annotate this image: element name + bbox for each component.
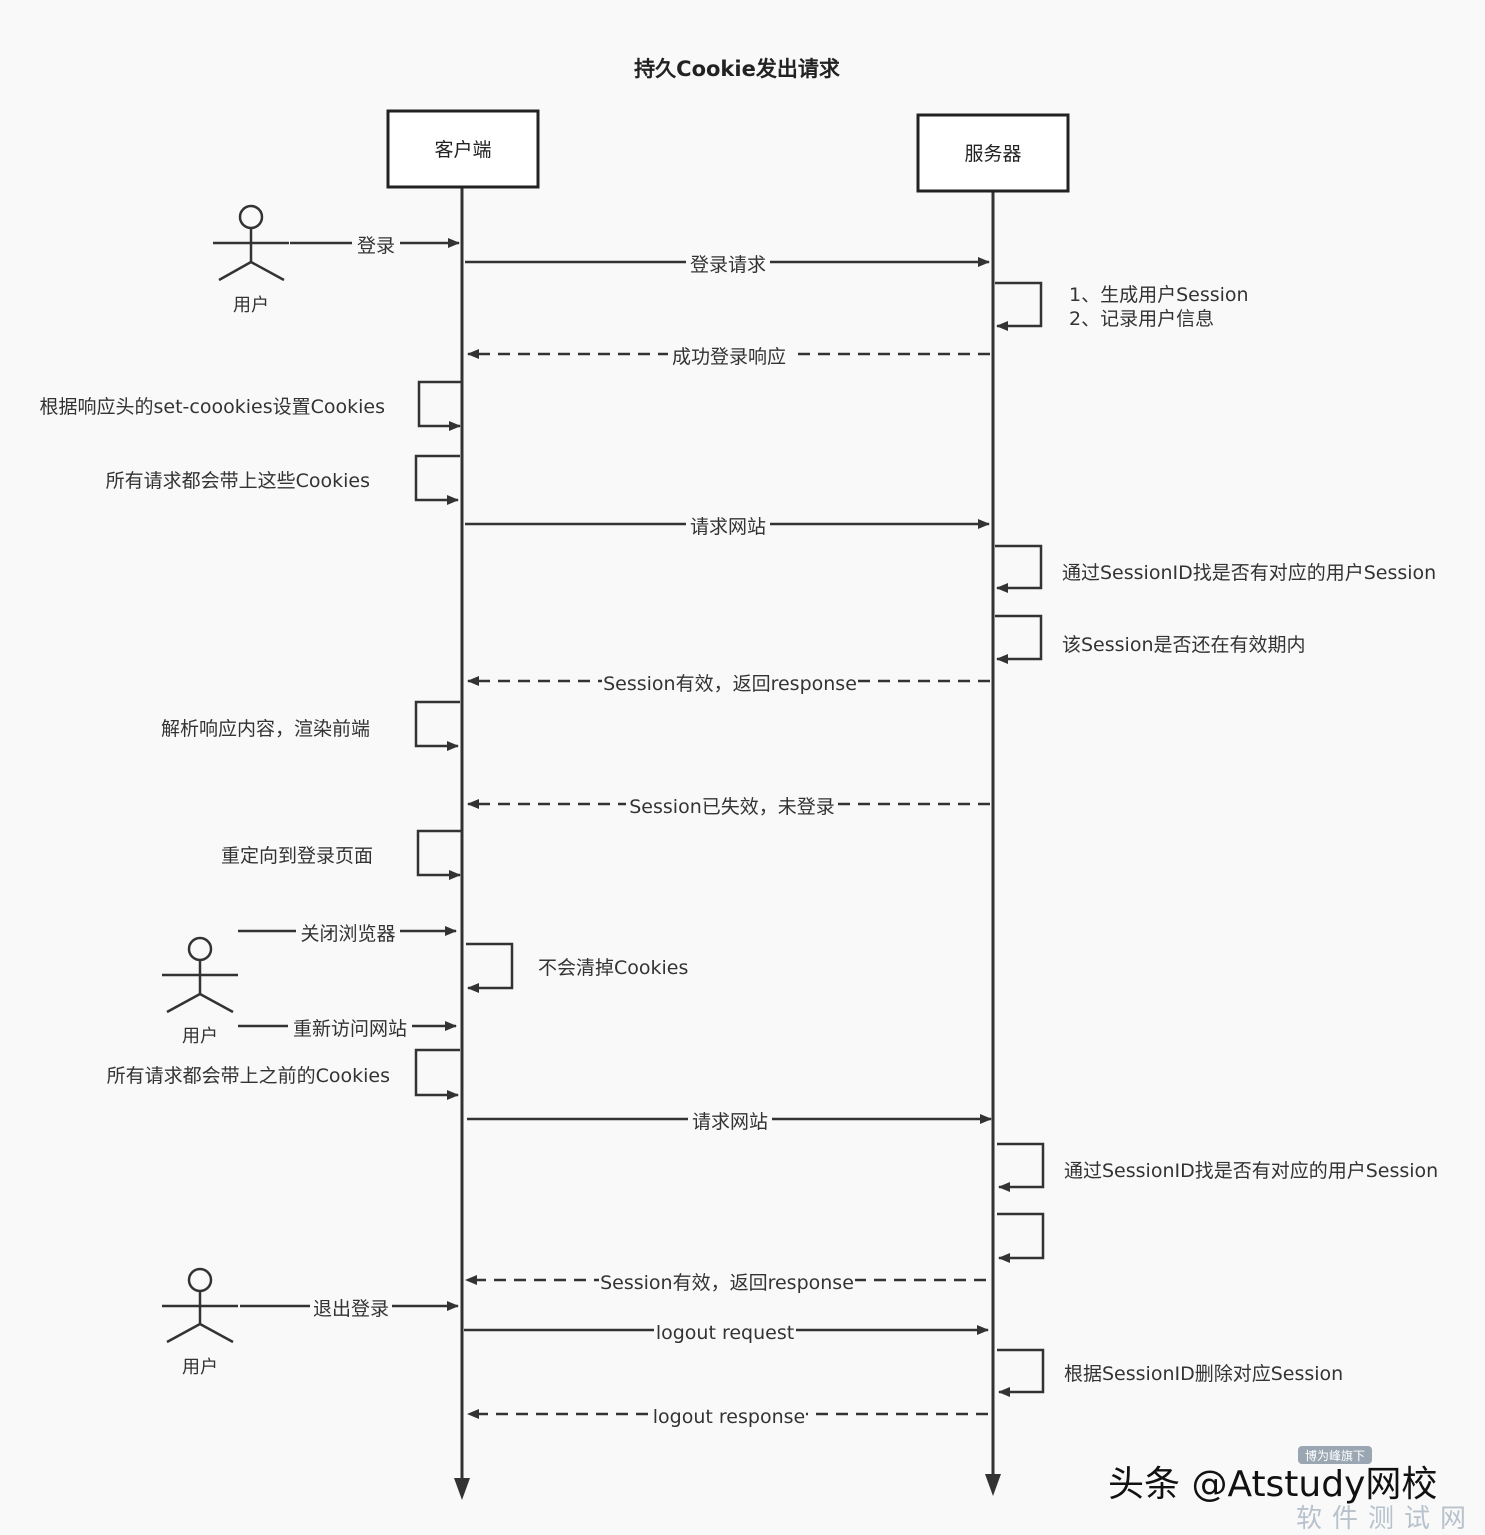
user-actor-3: [162, 1267, 238, 1344]
client-self-call-carry-cookies: [414, 454, 460, 505]
message-login-request: 登录请求: [465, 251, 990, 276]
message-session-valid-1-label: Session有效，返回response: [603, 673, 857, 695]
message-request-site-1: 请求网站: [465, 513, 990, 538]
server-self-call-check-validity: [997, 1212, 1045, 1263]
client-box: [386, 109, 540, 189]
server-self-call-find-session-1: [995, 544, 1043, 593]
watermark-main-text: 头条 @Atstudy网校: [1108, 1464, 1437, 1505]
client-label: 客户端: [434, 139, 491, 161]
user-actor-3-label: 用户: [182, 1357, 218, 1378]
client-self-call-keep-cookies: [466, 942, 514, 993]
message-login-request-label: 登录请求: [690, 254, 766, 276]
watermark-badge: [1298, 1446, 1372, 1464]
note-set-cookies: 根据响应头的set-coookies设置Cookies: [40, 396, 385, 418]
message-revisit-site: 重新访问网站: [238, 1015, 457, 1040]
server-self-call-delete-session: [997, 1348, 1045, 1397]
client-self-call-parse-render: [414, 700, 460, 751]
message-logout-response: logout response: [467, 1403, 988, 1428]
note-carry-cookies: 所有请求都会带上这些Cookies: [106, 470, 370, 492]
message-logout-label: 退出登录: [313, 1298, 389, 1320]
server-label: 服务器: [964, 143, 1021, 165]
server-self-call-find-session-2: [997, 1142, 1045, 1192]
note-find-session-1: 通过SessionID找是否有对应的用户Session: [1062, 562, 1436, 584]
note-redirect-login: 重定向到登录页面: [221, 845, 373, 867]
message-session-valid-2: Session有效，返回response: [465, 1269, 986, 1294]
server-box: [916, 113, 1070, 193]
watermark: 博为峰旗下 头条 @Atstudy网校 软件测试网: [1108, 1446, 1476, 1534]
user-actor-2-label: 用户: [182, 1026, 218, 1047]
message-logout-request-label: logout request: [656, 1322, 794, 1344]
client-self-call-carry-prev-cookies: [414, 1048, 460, 1100]
message-session-valid-2-label: Session有效，返回response: [600, 1272, 854, 1294]
message-close-browser-label: 关闭浏览器: [300, 923, 395, 945]
note-record-user-info: 2、记录用户信息: [1069, 308, 1214, 330]
message-revisit-site-label: 重新访问网站: [293, 1018, 407, 1040]
message-login-response: 成功登录响应: [467, 343, 990, 368]
user-actor-1-label: 用户: [233, 295, 269, 316]
note-find-session-2: 通过SessionID找是否有对应的用户Session: [1064, 1160, 1438, 1182]
note-carry-prev-cookies: 所有请求都会带上之前的Cookies: [107, 1065, 390, 1087]
message-request-site-2-label: 请求网站: [692, 1111, 768, 1133]
server-self-call-session-period: [995, 614, 1043, 664]
client-self-call-redirect-login: [416, 829, 462, 880]
diagram-title: 持久Cookie发出请求: [634, 57, 840, 81]
user-actor-2: [162, 936, 238, 1014]
note-session-period: 该Session是否还在有效期内: [1062, 634, 1306, 656]
message-request-site-2: 请求网站: [467, 1108, 992, 1133]
message-session-invalid-label: Session已失效，未登录: [629, 796, 835, 818]
message-request-site-1-label: 请求网站: [690, 516, 766, 538]
message-session-valid-1: Session有效，返回response: [467, 670, 990, 695]
message-close-browser: 关闭浏览器: [238, 920, 457, 945]
message-session-invalid: Session已失效，未登录: [467, 793, 990, 818]
watermark-sub-text: 软件测试网: [1296, 1504, 1476, 1534]
message-login-response-label: 成功登录响应: [672, 346, 786, 368]
server-self-call-generate-session: [995, 281, 1043, 331]
client-lifeline-arrow: [454, 1478, 470, 1500]
note-keep-cookies: 不会清掉Cookies: [538, 957, 688, 979]
client-self-call-set-cookies: [417, 380, 462, 431]
note-delete-session: 根据SessionID删除对应Session: [1064, 1363, 1343, 1385]
message-login-label: 登录: [357, 235, 395, 257]
message-logout-request: logout request: [464, 1319, 989, 1344]
server-lifeline-arrow: [985, 1474, 1001, 1496]
note-parse-render: 解析响应内容，渲染前端: [161, 718, 370, 740]
user-actor-1: [213, 204, 289, 282]
note-generate-session: 1、生成用户Session: [1069, 284, 1249, 306]
message-logout: 退出登录: [240, 1295, 459, 1320]
watermark-badge-text: 博为峰旗下: [1305, 1448, 1365, 1463]
message-login: 登录: [290, 232, 460, 257]
message-logout-response-label: logout response: [653, 1406, 805, 1428]
